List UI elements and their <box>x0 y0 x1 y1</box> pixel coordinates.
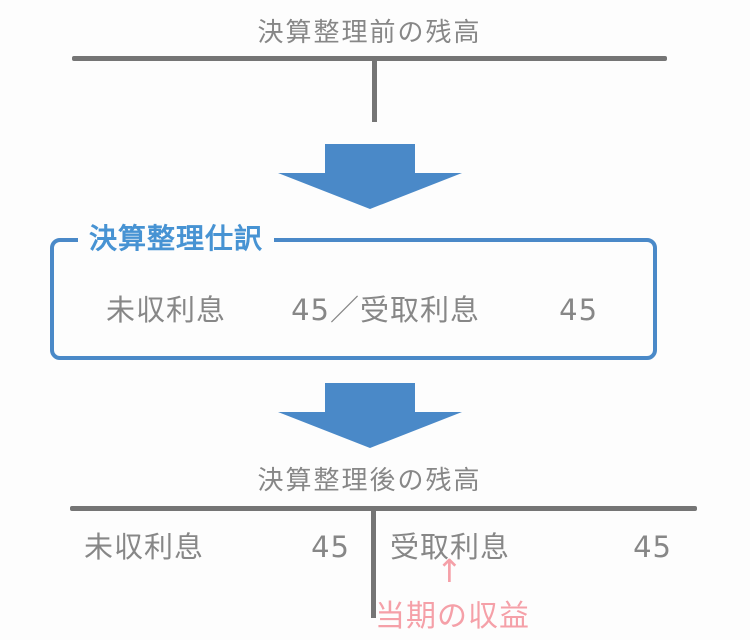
journal-debit-account: 未収利息 <box>106 293 227 327</box>
journal-entry-separator: ／ <box>330 293 361 327</box>
t-account-debit-row: 未収利息 45 <box>84 524 350 566</box>
up-arrow-icon: ↑ <box>436 552 463 590</box>
pre-adjustment-t-account-rule <box>72 56 667 61</box>
down-arrow-icon <box>278 383 462 448</box>
pre-adjustment-title: 決算整理前の残高 <box>257 18 482 48</box>
post-adjustment-t-account-divider <box>371 508 376 618</box>
post-adjustment-t-account-rule <box>70 506 697 511</box>
journal-credit-account: 受取利息 <box>360 293 481 327</box>
credit-account-amount: 45 <box>633 530 672 564</box>
debit-account-amount: 45 <box>311 530 350 564</box>
revenue-annotation-label: 当期の収益 <box>375 599 530 634</box>
credit-account-name: 受取利息 <box>390 530 511 564</box>
journal-entry-row: 未収利息 45 ／ 受取利息 45 <box>106 287 598 329</box>
adjustment-journal-box <box>50 238 657 360</box>
post-adjustment-title: 決算整理後の残高 <box>257 466 482 496</box>
journal-credit-amount: 45 <box>559 293 599 327</box>
t-account-credit-row: 受取利息 45 <box>390 524 672 566</box>
down-arrow-icon <box>278 144 462 209</box>
debit-account-name: 未収利息 <box>84 530 205 564</box>
adjustment-journal-legend: 決算整理仕訳 <box>78 224 275 254</box>
pre-adjustment-t-account-divider <box>372 58 377 122</box>
journal-debit-amount: 45 <box>291 293 331 327</box>
